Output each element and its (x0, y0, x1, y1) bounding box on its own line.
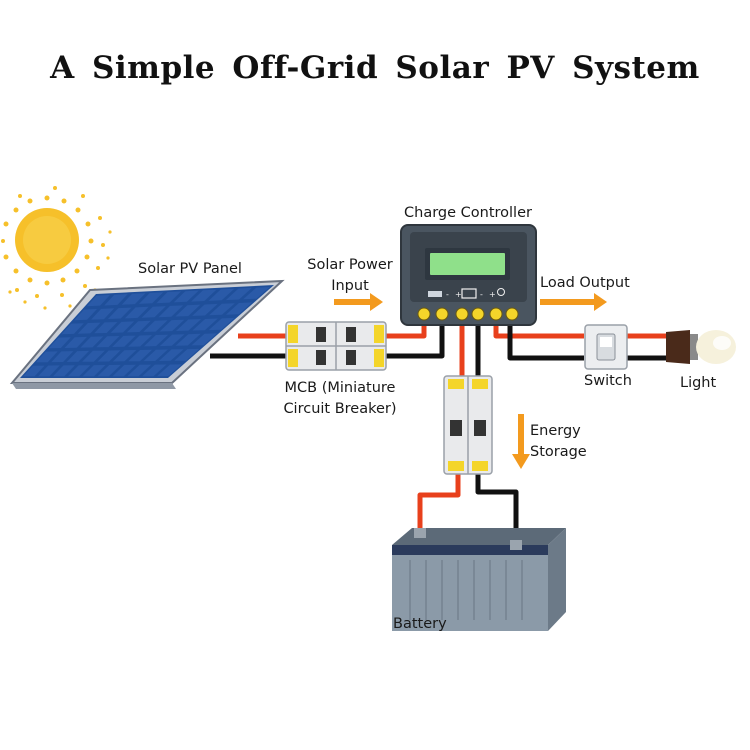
solar-panel (9, 279, 285, 389)
battery-device (392, 528, 566, 631)
panel-cell (82, 350, 105, 362)
mcb-breaker (285, 321, 387, 371)
panel-cell (112, 335, 136, 347)
panel-cell (104, 294, 128, 306)
panel-cell (110, 321, 135, 333)
panel-cell (96, 336, 120, 348)
panel-cell (94, 322, 118, 334)
battery-label: Battery (393, 616, 447, 632)
panel-cells (23, 287, 270, 377)
panel-cell (23, 365, 45, 377)
panel-cell (225, 287, 252, 301)
panel-cell (127, 364, 152, 377)
charge-controller: -+ -+ (400, 224, 537, 326)
energy-storage-line2: Storage (530, 444, 587, 460)
panel-cell (82, 365, 106, 377)
mcb-label-line1: MCB (Miniature (284, 380, 396, 396)
panel-cell (143, 334, 169, 347)
load-output-label: Load Output (540, 275, 630, 291)
svg-text:+: + (455, 290, 462, 299)
panel-cell (192, 318, 218, 331)
panel-cell (74, 309, 97, 321)
panel-cell (209, 303, 235, 316)
switch-device (584, 324, 628, 370)
solar-power-input-arrow (334, 293, 383, 311)
charge-controller-label: Charge Controller (404, 205, 532, 221)
switch-label: Switch (584, 373, 632, 389)
load-output-arrow (540, 293, 607, 311)
solar-panel-label: Solar PV Panel (138, 261, 242, 277)
panel-cell (97, 350, 121, 362)
panel-cell (128, 335, 152, 347)
light-bulb-icon (666, 330, 736, 364)
panel-cell (91, 308, 115, 320)
svg-text:-: - (446, 290, 449, 299)
panel-cell (67, 365, 91, 377)
controller-screen (430, 253, 505, 275)
svg-text:+: + (489, 290, 496, 299)
panel-cell (53, 365, 75, 377)
panel-cell (126, 320, 151, 333)
panel-cell (174, 348, 200, 361)
panel-cell (176, 319, 202, 331)
light-label: Light (680, 375, 717, 391)
panel-cell (48, 337, 71, 349)
panel-cell (80, 336, 104, 348)
battery-mcb-breaker (443, 375, 493, 475)
panel-cell (191, 333, 217, 346)
panel-cell (157, 364, 182, 377)
energy-storage-label: Energy Storage (530, 421, 587, 463)
panel-cell (143, 349, 168, 362)
panel-cell (142, 364, 167, 377)
panel-cell (191, 289, 217, 302)
panel-cell (51, 351, 74, 363)
mcb-label-line2: Circuit Breaker) (283, 401, 397, 417)
panel-cell (208, 317, 235, 331)
panel-cell (112, 364, 136, 377)
svg-text:-: - (480, 290, 483, 299)
panel-cell (107, 307, 132, 319)
panel-cell (66, 350, 90, 362)
panel-cell (156, 291, 182, 304)
panel-cell (175, 333, 201, 346)
panel-cell (77, 322, 101, 334)
panel-cell (159, 319, 185, 332)
sun-icon (1, 186, 112, 310)
panel-cell (225, 302, 253, 315)
panel-cell (38, 365, 60, 377)
solar-power-input-line1: Solar Power (307, 257, 393, 273)
panel-cell (173, 290, 199, 303)
energy-storage-line1: Energy (530, 423, 581, 439)
panel-cell (128, 349, 153, 362)
panel-cell (192, 303, 218, 316)
panel-cell (97, 364, 121, 377)
panel-cell (121, 293, 146, 305)
panel-cell (141, 306, 166, 318)
panel-cell (86, 294, 111, 307)
solar-power-input-line2: Input (331, 278, 369, 294)
panel-cell (243, 287, 270, 300)
panel-cell (175, 304, 201, 317)
panel-cell (208, 288, 235, 301)
panel-cell (61, 323, 84, 335)
panel-cell (64, 336, 87, 348)
panel-cell (112, 350, 137, 362)
solar-power-input-label: Solar Power Input (300, 255, 400, 297)
panel-cell (159, 334, 185, 347)
panel-cell (158, 349, 184, 361)
panel-cell (143, 320, 168, 332)
diagram-title: A Simple Off-Grid Solar PV System (50, 50, 700, 86)
panel-cell (124, 306, 149, 319)
panel-cell (36, 351, 58, 363)
mcb-label: MCB (Miniature Circuit Breaker) (275, 378, 405, 420)
panel-cell (158, 305, 184, 318)
energy-storage-arrow (512, 414, 530, 469)
panel-cell (139, 292, 164, 304)
